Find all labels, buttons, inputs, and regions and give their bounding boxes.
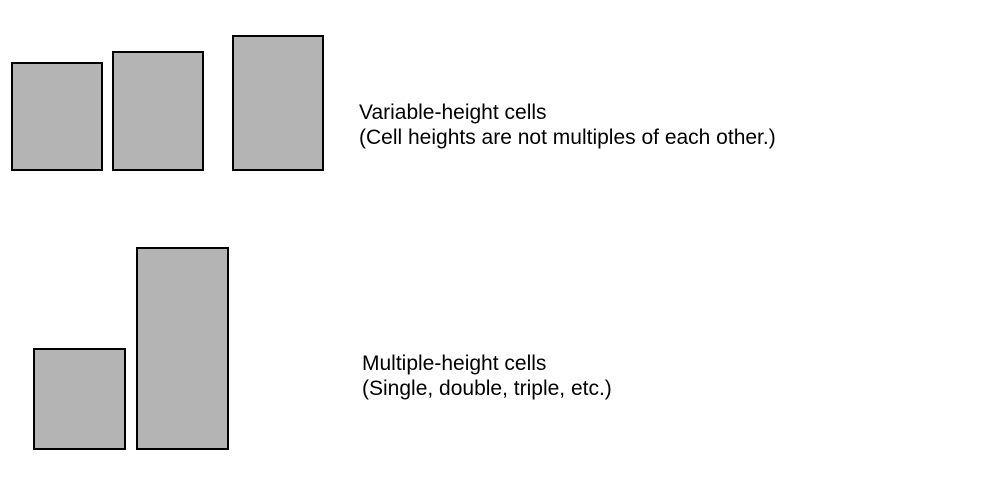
multiple-height-subtitle: (Single, double, triple, etc.)	[362, 377, 612, 400]
variable-height-cell-2	[112, 51, 204, 171]
multiple-height-title: Multiple-height cells	[362, 352, 547, 375]
variable-height-cell-1	[11, 62, 103, 171]
multiple-height-caption: Multiple-height cells (Single, double, t…	[362, 351, 612, 401]
variable-height-caption: Variable-height cells (Cell heights are …	[359, 100, 776, 150]
multiple-height-cell-double	[136, 247, 229, 450]
variable-height-title: Variable-height cells	[359, 101, 547, 124]
variable-height-cell-3	[232, 35, 324, 171]
multiple-height-cell-single	[33, 348, 126, 450]
variable-height-subtitle: (Cell heights are not multiples of each …	[359, 126, 776, 149]
